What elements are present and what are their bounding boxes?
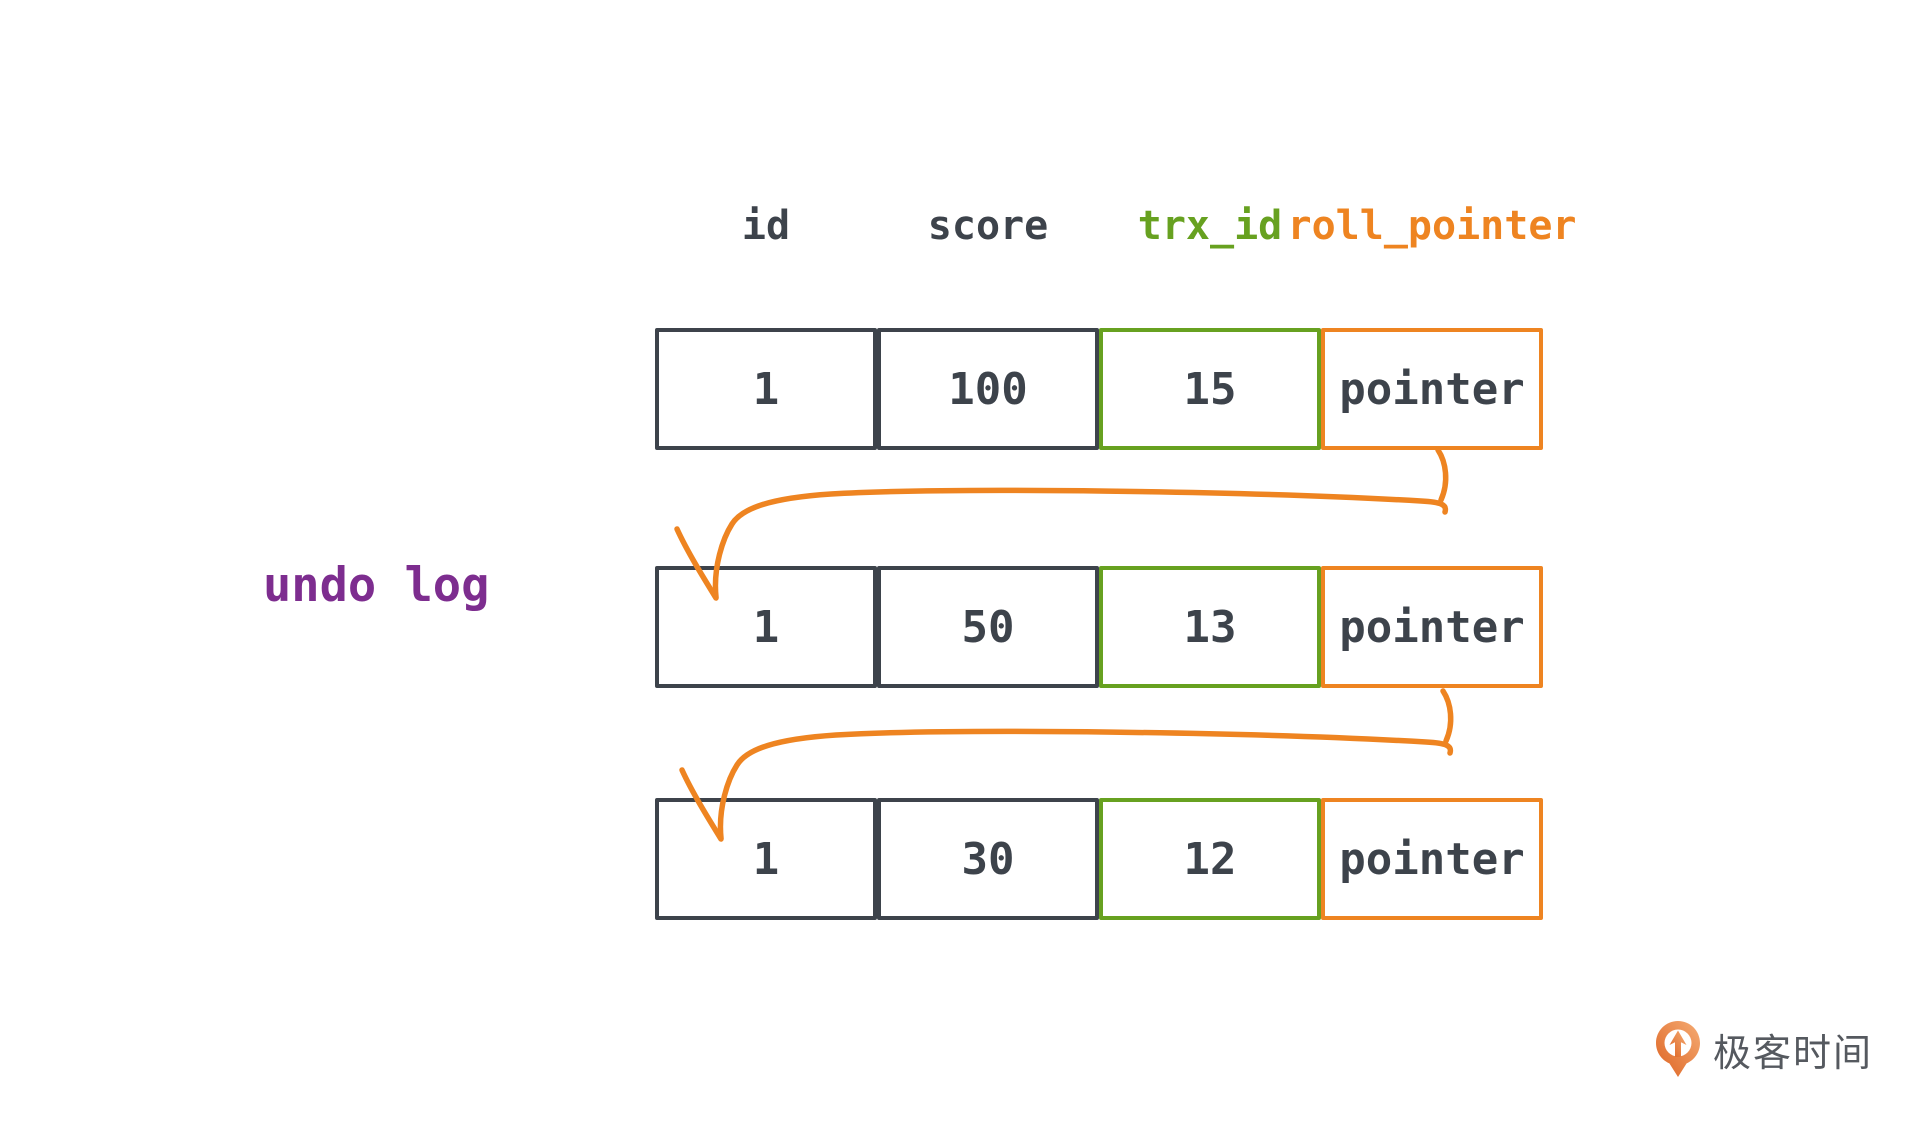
geektime-logo: 极客时间 [1655, 1020, 1873, 1078]
arrow-2-stub [1440, 688, 1454, 744]
record-row-3: 1 30 12 pointer [655, 798, 1543, 920]
row-3-cell-id: 1 [655, 798, 877, 920]
row-1-cell-id: 1 [655, 328, 877, 450]
arrow-1-stub [1435, 447, 1449, 503]
record-row-2: 1 50 13 pointer [655, 566, 1543, 688]
row-1-cell-score: 100 [877, 328, 1099, 450]
record-row-1: 1 100 15 pointer [655, 328, 1543, 450]
row-1-cell-roll-pointer: pointer [1321, 328, 1543, 450]
column-headers: id score trx_id roll_pointer [655, 200, 1577, 252]
column-header-trx-id: trx_id [1137, 203, 1283, 249]
row-3-cell-roll-pointer: pointer [1321, 798, 1543, 920]
column-header-roll-pointer: roll_pointer [1287, 203, 1577, 249]
row-2-cell-id: 1 [655, 566, 877, 688]
geektime-pin-icon [1656, 1021, 1700, 1077]
row-2-cell-score: 50 [877, 566, 1099, 688]
row-2-cell-trx-id: 13 [1099, 566, 1321, 688]
geektime-logo-text: 极客时间 [1713, 1032, 1874, 1075]
row-2-cell-roll-pointer: pointer [1321, 566, 1543, 688]
undo-log-label: undo log [263, 558, 490, 613]
column-header-id: id [741, 203, 791, 249]
row-1-cell-trx-id: 15 [1099, 328, 1321, 450]
row-3-cell-score: 30 [877, 798, 1099, 920]
row-3-cell-trx-id: 12 [1099, 798, 1321, 920]
column-header-score: score [927, 203, 1049, 249]
